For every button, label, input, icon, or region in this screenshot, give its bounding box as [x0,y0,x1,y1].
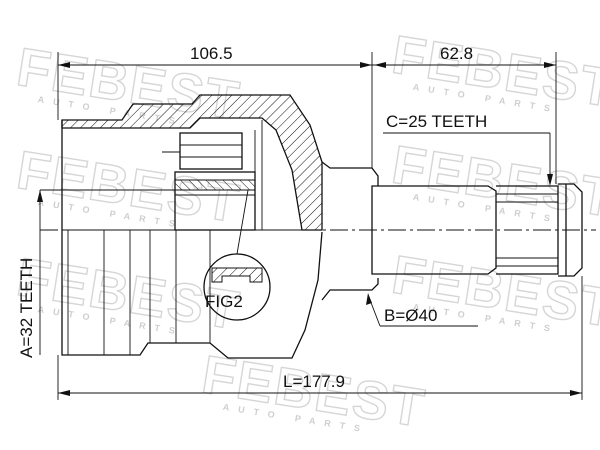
figure-ref-label: FIG2 [205,292,243,311]
fig2-leader [236,189,249,255]
dim-spline-inner: A=32 TEETH [17,189,175,358]
dim-shaft-length-label: 62.8 [440,44,473,63]
watermark-brand-2: FEBEST [388,25,600,119]
neck-outline [321,161,379,301]
dim-housing-length: 106.5 [57,44,373,168]
watermark-brand-4: FEBEST [388,135,600,229]
housing-groove-lines [61,230,211,355]
spline-inner-label: A=32 TEETH [17,258,36,358]
callout-seal-diameter: B=Ø40 [366,293,478,327]
callout-spline-outer: C=25 TEETH [383,112,553,186]
housing-outline [61,120,323,359]
dim-shaft-length: 62.8 [372,44,557,184]
fig2-detail-hatch [211,267,263,283]
dim-housing-length-label: 106.5 [190,44,233,63]
shaft-outline [371,185,497,275]
cage-upper-block [179,132,243,170]
spline-tooth-lines [496,193,558,267]
spline-outer-label: C=25 TEETH [386,112,487,131]
dim-total-length-label: L=177.9 [283,372,345,391]
dim-total-length: L=177.9 [57,276,583,400]
seal-diameter-label: B=Ø40 [384,306,437,325]
